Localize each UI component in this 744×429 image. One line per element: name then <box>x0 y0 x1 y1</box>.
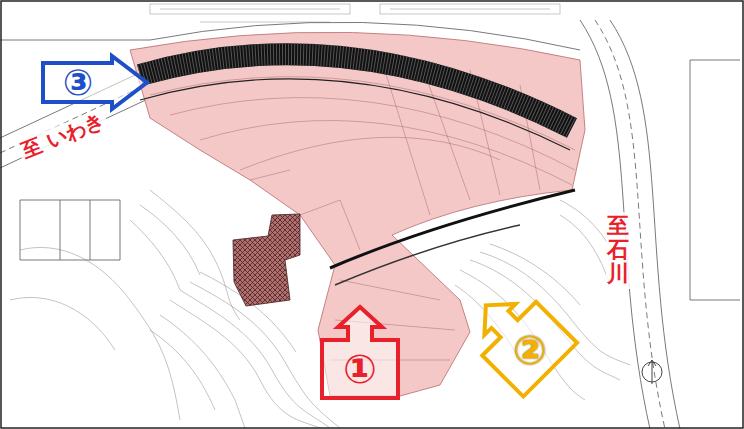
embankment-band <box>140 54 572 150</box>
block-arrow: ③ <box>40 55 150 110</box>
title-block-lines <box>150 4 560 22</box>
direction-label: 至 いわき <box>16 108 111 164</box>
north-symbol <box>642 360 662 384</box>
arrow-shape <box>43 56 147 109</box>
direction-label: 至 石川 <box>606 212 630 289</box>
callout-number: ① <box>343 349 377 389</box>
arrow-shape <box>322 307 398 398</box>
arrow-shape <box>459 278 577 396</box>
callout-number: ② <box>513 330 547 370</box>
arrow-outline <box>40 55 150 110</box>
block-arrow: ② <box>478 290 558 385</box>
callout-number: ③ <box>63 65 93 101</box>
block-arrow: ① <box>320 305 400 400</box>
hatched-area <box>233 214 300 306</box>
road-lines <box>0 20 740 429</box>
